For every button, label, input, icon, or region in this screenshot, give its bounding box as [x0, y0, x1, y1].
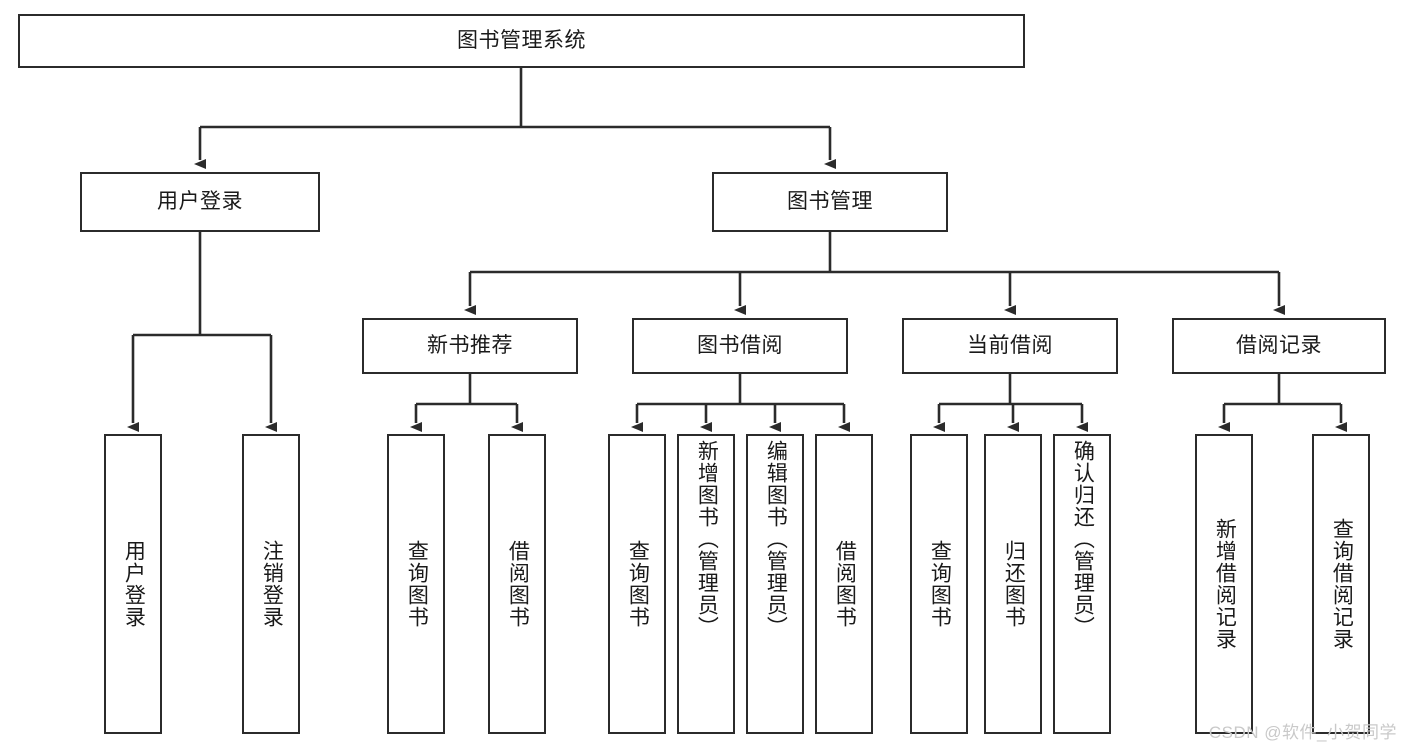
node-book-borrow[interactable]: 图书借阅 [632, 318, 848, 374]
node-label: 图书管理系统 [457, 29, 586, 53]
node-leaf-edit-book[interactable]: 编辑图书（管理员） [746, 434, 804, 734]
node-label: 确认归还（管理员） [1071, 440, 1095, 638]
node-label: 新增图书（管理员） [695, 440, 719, 638]
node-leaf-query-book-1[interactable]: 查询图书 [387, 434, 445, 734]
node-book-manage[interactable]: 图书管理 [712, 172, 948, 232]
node-label: 用户登录 [122, 540, 146, 628]
node-label: 新增借阅记录 [1213, 518, 1237, 650]
node-leaf-logout[interactable]: 注销登录 [242, 434, 300, 734]
node-leaf-user-login[interactable]: 用户登录 [104, 434, 162, 734]
node-label: 注销登录 [260, 540, 284, 628]
node-leaf-borrow-book-2[interactable]: 借阅图书 [815, 434, 873, 734]
node-label: 查询图书 [626, 540, 650, 628]
node-label: 借阅图书 [506, 540, 530, 628]
node-leaf-add-book[interactable]: 新增图书（管理员） [677, 434, 735, 734]
node-leaf-query-book-3[interactable]: 查询图书 [910, 434, 968, 734]
node-leaf-query-record[interactable]: 查询借阅记录 [1312, 434, 1370, 734]
node-label: 图书借阅 [697, 334, 783, 358]
node-current-borrow[interactable]: 当前借阅 [902, 318, 1118, 374]
node-borrow-record[interactable]: 借阅记录 [1172, 318, 1386, 374]
node-label: 编辑图书（管理员） [764, 440, 788, 638]
node-label: 查询图书 [405, 540, 429, 628]
node-label: 图书管理 [787, 190, 873, 214]
node-label: 当前借阅 [967, 334, 1053, 358]
node-user-login[interactable]: 用户登录 [80, 172, 320, 232]
node-leaf-confirm-return[interactable]: 确认归还（管理员） [1053, 434, 1111, 734]
node-label: 查询借阅记录 [1330, 518, 1354, 650]
node-label: 新书推荐 [427, 334, 513, 358]
node-leaf-add-record[interactable]: 新增借阅记录 [1195, 434, 1253, 734]
watermark-text: CSDN @软件_小贺同学 [1208, 723, 1397, 742]
node-leaf-borrow-book-1[interactable]: 借阅图书 [488, 434, 546, 734]
node-label: 查询图书 [928, 540, 952, 628]
node-label: 借阅图书 [833, 540, 857, 628]
node-root-system[interactable]: 图书管理系统 [18, 14, 1025, 68]
node-label: 归还图书 [1002, 540, 1026, 628]
node-leaf-query-book-2[interactable]: 查询图书 [608, 434, 666, 734]
node-leaf-return-book[interactable]: 归还图书 [984, 434, 1042, 734]
node-label: 借阅记录 [1236, 334, 1322, 358]
node-new-book-recommend[interactable]: 新书推荐 [362, 318, 578, 374]
node-label: 用户登录 [157, 190, 243, 214]
